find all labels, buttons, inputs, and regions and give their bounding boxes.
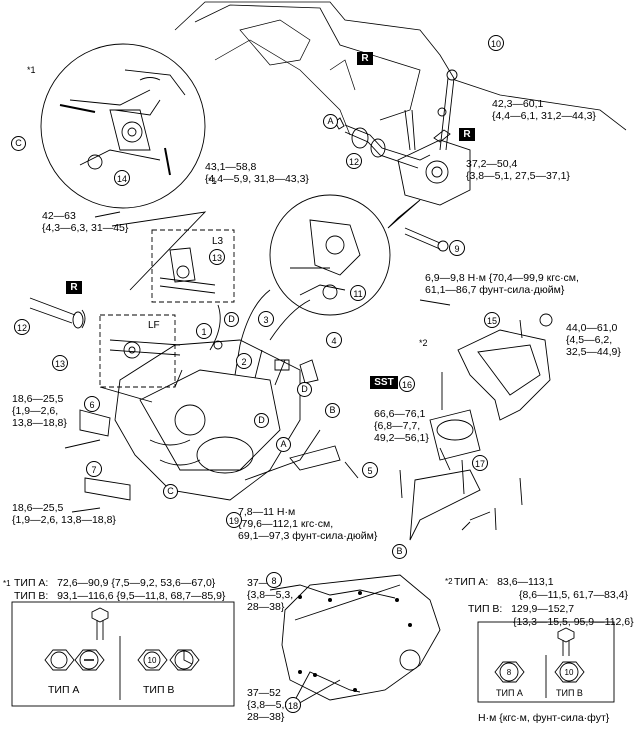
- callout-9: 9: [449, 240, 465, 256]
- callout-1: 1: [196, 323, 212, 339]
- callout-8: 8: [266, 572, 282, 588]
- tag-r-top: R: [357, 52, 373, 65]
- torque-42: 42—63{4,3—6,3, 31—45}: [42, 210, 129, 234]
- note-star2-type-a-values: {8,6—11,5, 61,7—83,4}: [519, 589, 628, 601]
- letter-b-bracket: B: [392, 544, 407, 559]
- callout-18: 18: [285, 697, 301, 713]
- box2-type-a-label: ТИП A: [496, 688, 523, 698]
- torque-part-7: 18,6—25,5{1,9—2,6, 13,8—18,8}: [12, 502, 116, 526]
- callout-6: 6: [84, 396, 100, 412]
- torque-43: 43,1—58,8{4,4—5,9, 31,8—43,3}: [205, 161, 309, 185]
- callout-13-l3: 13: [209, 249, 225, 265]
- box1-type-a-label: ТИП A: [48, 684, 80, 696]
- note-star2-mark: *2: [445, 577, 453, 586]
- callout-16: 16: [399, 376, 415, 392]
- letter-b-body: B: [325, 403, 340, 418]
- callout-17: 17: [472, 455, 488, 471]
- callout-13-lf: 13: [52, 355, 68, 371]
- torque-18: 37—52{3,8—5,3,28—38}: [247, 687, 294, 723]
- box1-type-b-label: ТИП B: [143, 684, 175, 696]
- units-note: Н·м {кгс·м, фунт-сила·фут}: [478, 712, 610, 724]
- callout-10: 10: [488, 35, 504, 51]
- note-star1-type-a: ТИП A: 72,6—90,9 {7,5—9,2, 53,6—67,0}: [14, 577, 216, 589]
- torque-44: 44,0—61,0{4,5—6,2,32,5—44,9}: [566, 322, 621, 358]
- callout-19: 19: [226, 512, 242, 528]
- callout-12-left: 12: [14, 319, 30, 335]
- note-star2-type-a: ТИП A: 83,6—113,1: [454, 576, 554, 588]
- callout-5: 5: [362, 462, 378, 478]
- box2-bolt-mark-8: 8: [506, 668, 512, 677]
- letter-d-mid: D: [254, 413, 269, 428]
- note-star1-type-b: ТИП B: 93,1—116,6 {9,5—11,8, 68,7—85,9}: [14, 590, 226, 602]
- letter-c-circle: C: [11, 136, 26, 151]
- box-label-lf: LF: [148, 320, 160, 331]
- torque-66: 66,6—76,1{6,8—7,7,49,2—56,1}: [374, 408, 429, 444]
- callout-14: 14: [114, 170, 130, 186]
- note-star1-mark: *1: [3, 579, 11, 588]
- box1-bolt-mark-10: 10: [147, 656, 157, 665]
- note-star2-type-b-values: {13,3—15,5, 95,9—112,6}: [513, 616, 634, 628]
- tag-r-right: R: [459, 128, 475, 141]
- callout-4: 4: [326, 332, 342, 348]
- tag-sst: SST: [370, 376, 398, 389]
- tag-r-left: R: [66, 281, 82, 294]
- torque-69: 6,9—9,8 Н·м {70,4—99,9 кгс·см,61,1—86,7 …: [425, 272, 579, 296]
- box-label-l3: L3: [212, 236, 224, 247]
- torque-part-19: 7,8—11 Н·м{79,6—112,1 кгс·см,69,1—97,3 ф…: [238, 506, 378, 542]
- callout-12-top: 12: [346, 153, 362, 169]
- letter-a-body: A: [276, 437, 291, 452]
- star-1-bottom: *1: [208, 176, 217, 186]
- letter-a-top: A: [323, 114, 338, 129]
- box2-type-b-label: ТИП B: [556, 688, 583, 698]
- callout-11: 11: [350, 285, 366, 301]
- torque-part-6: 18,6—25,5{1,9—2,6,13,8—18,8}: [12, 393, 67, 429]
- letter-c-body: C: [163, 484, 178, 499]
- letter-d-top: D: [224, 312, 239, 327]
- box2-bolt-mark-10: 10: [564, 668, 574, 677]
- torque-knuckle: 37,2—50,4{3,8—5,1, 27,5—37,1}: [466, 158, 570, 182]
- callout-15: 15: [484, 312, 500, 328]
- torque-part-10: 42,3—60,1{4,4—6,1, 31,2—44,3}: [492, 98, 596, 122]
- callout-7: 7: [86, 461, 102, 477]
- callout-2: 2: [236, 353, 252, 369]
- letter-d-right: D: [297, 382, 312, 397]
- callout-3: 3: [258, 311, 274, 327]
- star-1-top: *1: [27, 65, 36, 75]
- note-star2-type-b: ТИП B: 129,9—152,7: [468, 603, 575, 615]
- star-2: *2: [419, 338, 428, 348]
